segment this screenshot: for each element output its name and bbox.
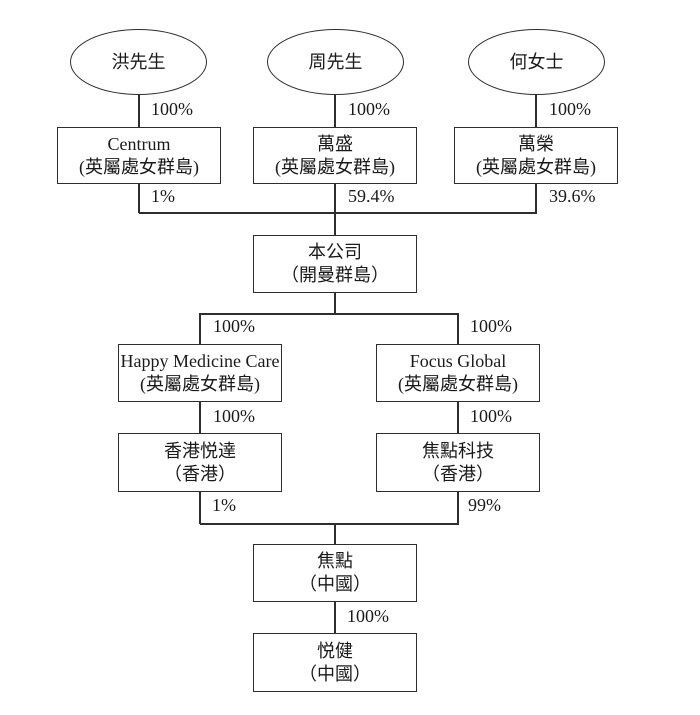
- node-jurisdiction-label: （中國）: [299, 663, 371, 684]
- node-name-label: 何女士: [509, 51, 564, 72]
- line-wanrong-company: [535, 184, 537, 213]
- line-hmc-hk-yueda: [199, 402, 201, 433]
- node-jurisdiction-label: (英屬處女群島): [275, 156, 395, 177]
- node-yuejian-prc: 悦健 （中國）: [253, 633, 417, 692]
- line-jiaodian-yuejian: [334, 602, 336, 633]
- node-name-label: 焦點: [317, 551, 353, 571]
- line-focus-tech-jiaodian: [457, 492, 459, 524]
- edge-label-hk-yueda-jiaodian: 1%: [212, 495, 236, 515]
- line-wansheng-company: [334, 184, 336, 213]
- edge-label-centrum-company: 1%: [151, 186, 175, 206]
- node-jurisdiction-label: （香港）: [422, 463, 494, 484]
- node-name-label: 焦點科技: [422, 440, 494, 461]
- line-prc-bus: [200, 523, 459, 525]
- node-name-label: Focus Global: [409, 351, 507, 371]
- node-ms-he: 何女士: [468, 29, 605, 95]
- line-focus-global-focus-tech: [457, 402, 459, 433]
- edge-label-company-hmc: 100%: [213, 316, 255, 336]
- node-jurisdiction-label: (英屬處女群島): [79, 156, 199, 177]
- node-focus-technology: 焦點科技 （香港）: [376, 433, 540, 492]
- node-name-label: 萬盛: [317, 133, 353, 154]
- edge-label-wansheng-company: 59.4%: [348, 186, 395, 206]
- node-hongkong-yueda: 香港悦達 （香港）: [118, 433, 282, 492]
- edge-label-he-wanrong: 100%: [549, 99, 591, 119]
- node-centrum: Centrum (英屬處女群島): [57, 127, 221, 184]
- edge-label-zhou-wansheng: 100%: [348, 99, 390, 119]
- line-he-wanrong: [535, 95, 537, 127]
- edge-label-hong-centrum: 100%: [151, 99, 193, 119]
- line-company-branch-bus: [200, 313, 459, 315]
- node-jurisdiction-label: （香港）: [164, 463, 236, 484]
- line-hk-yueda-jiaodian: [199, 492, 201, 524]
- node-jurisdiction-label: （開曼群島）: [281, 265, 389, 285]
- node-jurisdiction-label: （中國）: [299, 574, 371, 594]
- line-company-focus-global: [457, 313, 459, 344]
- node-name-label: Centrum: [107, 133, 171, 154]
- node-name-label: 洪先生: [111, 51, 166, 72]
- line-company-split: [334, 293, 336, 314]
- line-bus-jiaodian: [334, 523, 336, 544]
- line-shareholders-bus: [139, 212, 537, 214]
- node-mr-hong: 洪先生: [70, 29, 207, 95]
- node-name-label: Happy Medicine Care: [120, 351, 280, 371]
- edge-label-jiaodian-yuejian: 100%: [347, 606, 389, 626]
- line-centrum-company: [138, 184, 140, 213]
- edge-label-focus-global-focus-tech: 100%: [470, 406, 512, 426]
- node-name-label: 香港悦達: [164, 440, 236, 461]
- node-wanrong: 萬榮 (英屬處女群島): [454, 127, 618, 184]
- edge-label-company-focus-global: 100%: [470, 316, 512, 336]
- node-the-company: 本公司 （開曼群島）: [253, 235, 417, 293]
- node-name-label: 本公司: [308, 242, 362, 262]
- edge-label-hmc-hk-yueda: 100%: [213, 406, 255, 426]
- edge-label-wanrong-company: 39.6%: [549, 186, 596, 206]
- node-name-label: 周先生: [308, 51, 363, 72]
- line-bus-company: [334, 212, 336, 236]
- edge-label-focus-tech-jiaodian: 99%: [468, 495, 501, 515]
- node-wansheng: 萬盛 (英屬處女群島): [253, 127, 417, 184]
- node-jurisdiction-label: (英屬處女群島): [476, 156, 596, 177]
- node-focus-global: Focus Global (英屬處女群島): [376, 344, 540, 402]
- node-jiaodian-prc: 焦點 （中國）: [253, 544, 417, 602]
- node-happy-medicine-care: Happy Medicine Care (英屬處女群島): [118, 344, 282, 402]
- node-name-label: 萬榮: [518, 133, 554, 154]
- line-hong-centrum: [138, 95, 140, 127]
- node-jurisdiction-label: (英屬處女群島): [140, 374, 260, 394]
- node-mr-zhou: 周先生: [267, 29, 404, 95]
- node-name-label: 悦健: [317, 640, 353, 661]
- node-jurisdiction-label: (英屬處女群島): [398, 374, 518, 394]
- line-zhou-wansheng: [334, 95, 336, 127]
- line-company-hmc: [199, 313, 201, 344]
